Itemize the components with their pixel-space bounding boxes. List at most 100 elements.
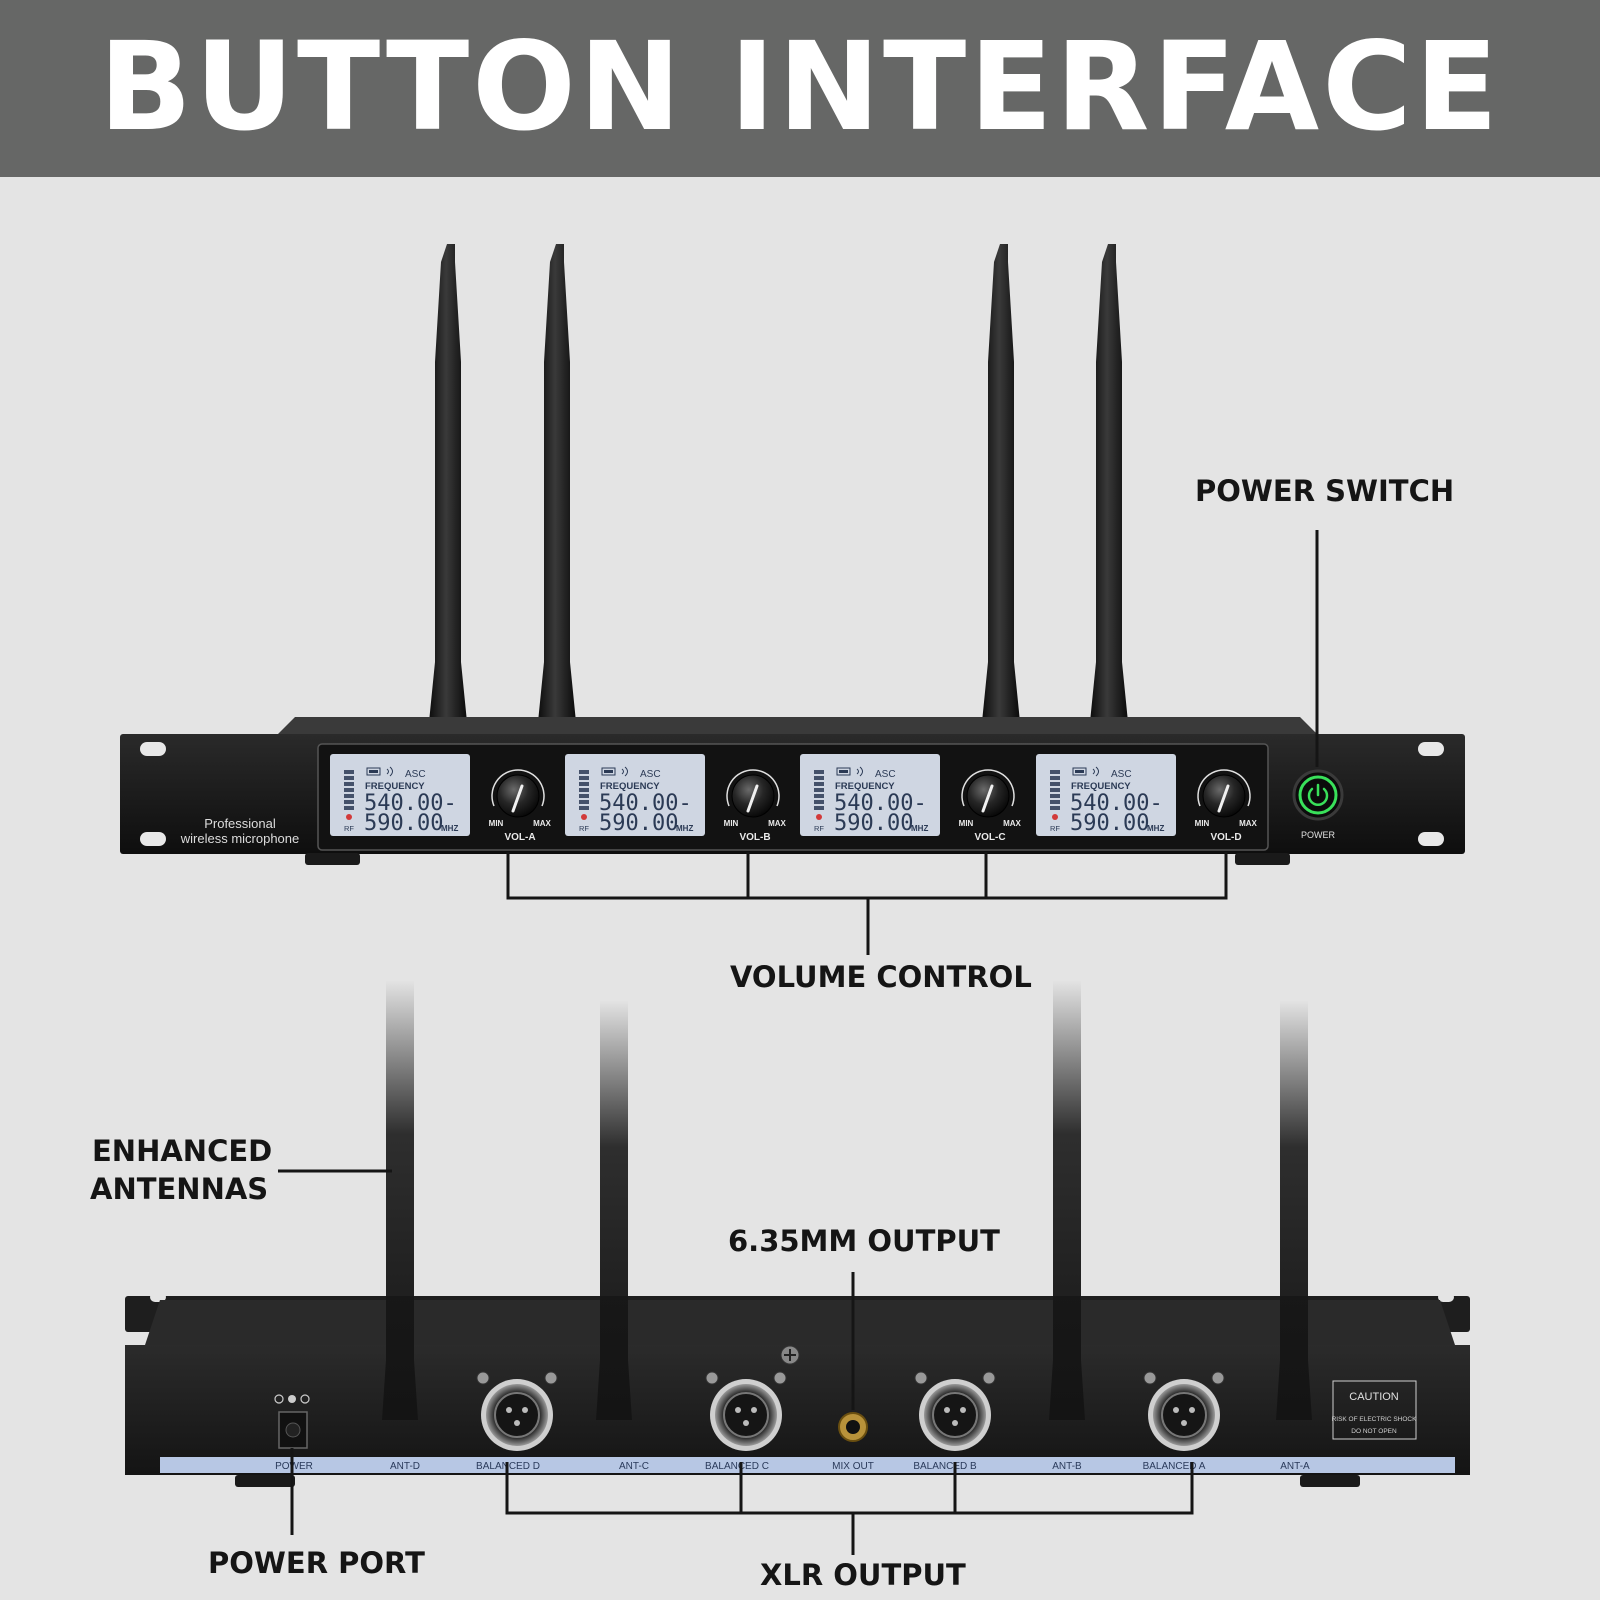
volume-knob[interactable] [961, 769, 1015, 818]
mix-out-jack [838, 1412, 868, 1442]
brand-line-2: wireless microphone [180, 831, 300, 846]
power-label: POWER [1301, 830, 1336, 840]
lcd-display [800, 754, 940, 836]
signal-icon [621, 766, 628, 777]
frequency-range-top: 540.00- [364, 791, 457, 816]
callout-lines-rear [278, 1169, 1194, 1555]
power-port [274, 1394, 310, 1449]
frequency-label: FREQUENCY [1071, 781, 1131, 792]
label-balanced-a: BALANCED A [1143, 1461, 1206, 1472]
rf-level-meter [344, 770, 354, 810]
frequency-range-top: 540.00- [599, 791, 692, 816]
caution-line-2: DO NOT OPEN [1351, 1428, 1397, 1435]
frequency-label: FREQUENCY [365, 781, 425, 792]
rf-label: RF [814, 824, 824, 833]
caution-line-1: RISK OF ELECTRIC SHOCK [1332, 1416, 1418, 1423]
label-power: POWER [275, 1461, 313, 1472]
asc-label: ASC [1111, 769, 1132, 780]
xlr-connectors [476, 1371, 1225, 1451]
callout-enhanced-antennas-2: ANTENNAS [90, 1172, 269, 1206]
knob-min-label: MIN [489, 819, 504, 828]
label-balanced-b: BALANCED B [913, 1461, 977, 1472]
xlr-connector [914, 1371, 996, 1451]
callout-635mm-output: 6.35MM OUTPUT [728, 1224, 1000, 1258]
rf-indicator [581, 814, 587, 820]
frequency-range-bottom: 590.00 [599, 811, 678, 836]
front-antennas [429, 244, 1128, 722]
battery-icon [366, 767, 381, 776]
banner-title: BUTTON INTERFACE [98, 16, 1502, 158]
frequency-label: FREQUENCY [600, 781, 660, 792]
rf-label: RF [579, 824, 589, 833]
battery-icon [601, 767, 616, 776]
rf-level-meter [1050, 770, 1060, 810]
rf-indicator [346, 814, 352, 820]
lcd-display [330, 754, 470, 836]
volume-channel-label: VOL-A [504, 832, 535, 843]
volume-knob[interactable] [1197, 769, 1251, 818]
knob-max-label: MAX [533, 819, 551, 828]
rf-level-meter [814, 770, 824, 810]
frequency-unit: MHZ [1147, 824, 1164, 833]
frequency-unit: MHZ [676, 824, 693, 833]
knob-max-label: MAX [768, 819, 786, 828]
frequency-unit: MHZ [441, 824, 458, 833]
label-balanced-c: BALANCED C [705, 1461, 769, 1472]
battery-icon [836, 767, 851, 776]
rear-chassis [125, 1292, 1470, 1487]
rf-level-meter [579, 770, 589, 810]
frequency-range-top: 540.00- [1070, 791, 1163, 816]
brand-line-1: Professional [204, 816, 276, 831]
volume-channel-label: VOL-D [1210, 832, 1241, 843]
xlr-connector [705, 1371, 787, 1451]
callout-lines-front [506, 530, 1319, 955]
callout-enhanced-antennas-1: ENHANCED [92, 1134, 273, 1168]
lcd-display [565, 754, 705, 836]
volume-knob[interactable] [491, 769, 545, 818]
asc-label: ASC [875, 769, 896, 780]
volume-channel-label: VOL-B [739, 832, 770, 843]
rear-antennas [382, 980, 1312, 1420]
volume-channel-label: VOL-C [974, 832, 1005, 843]
xlr-connector [1143, 1371, 1225, 1451]
knob-min-label: MIN [959, 819, 974, 828]
frequency-label: FREQUENCY [835, 781, 895, 792]
xlr-connector [476, 1371, 558, 1451]
callout-power-switch: POWER SWITCH [1195, 474, 1455, 508]
rf-label: RF [344, 824, 354, 833]
knob-max-label: MAX [1003, 819, 1021, 828]
rf-indicator [1052, 814, 1058, 820]
label-ant-c: ANT-C [619, 1461, 649, 1472]
knob-min-label: MIN [724, 819, 739, 828]
frequency-range-top: 540.00- [834, 791, 927, 816]
power-switch-button[interactable] [1292, 769, 1344, 821]
frequency-range-bottom: 590.00 [364, 811, 443, 836]
knob-max-label: MAX [1239, 819, 1257, 828]
asc-label: ASC [405, 769, 426, 780]
label-ant-a: ANT-A [1280, 1461, 1310, 1472]
callout-xlr-output: XLR OUTPUT [760, 1558, 966, 1592]
rf-indicator [816, 814, 822, 820]
frequency-range-bottom: 590.00 [834, 811, 913, 836]
volume-knob[interactable] [726, 769, 780, 818]
front-chassis [120, 717, 1465, 865]
frequency-unit: MHZ [911, 824, 928, 833]
battery-icon [1072, 767, 1087, 776]
knob-min-label: MIN [1195, 819, 1210, 828]
signal-icon [856, 766, 863, 777]
label-mix-out: MIX OUT [832, 1461, 874, 1472]
label-ant-b: ANT-B [1052, 1461, 1082, 1472]
caution-title: CAUTION [1349, 1391, 1399, 1403]
power-icon [1307, 783, 1329, 806]
callout-power-port: POWER PORT [208, 1546, 425, 1580]
title-banner [0, 0, 1600, 177]
lcd-display [1036, 754, 1176, 836]
signal-icon [1092, 766, 1099, 777]
rf-label: RF [1050, 824, 1060, 833]
frequency-range-bottom: 590.00 [1070, 811, 1149, 836]
